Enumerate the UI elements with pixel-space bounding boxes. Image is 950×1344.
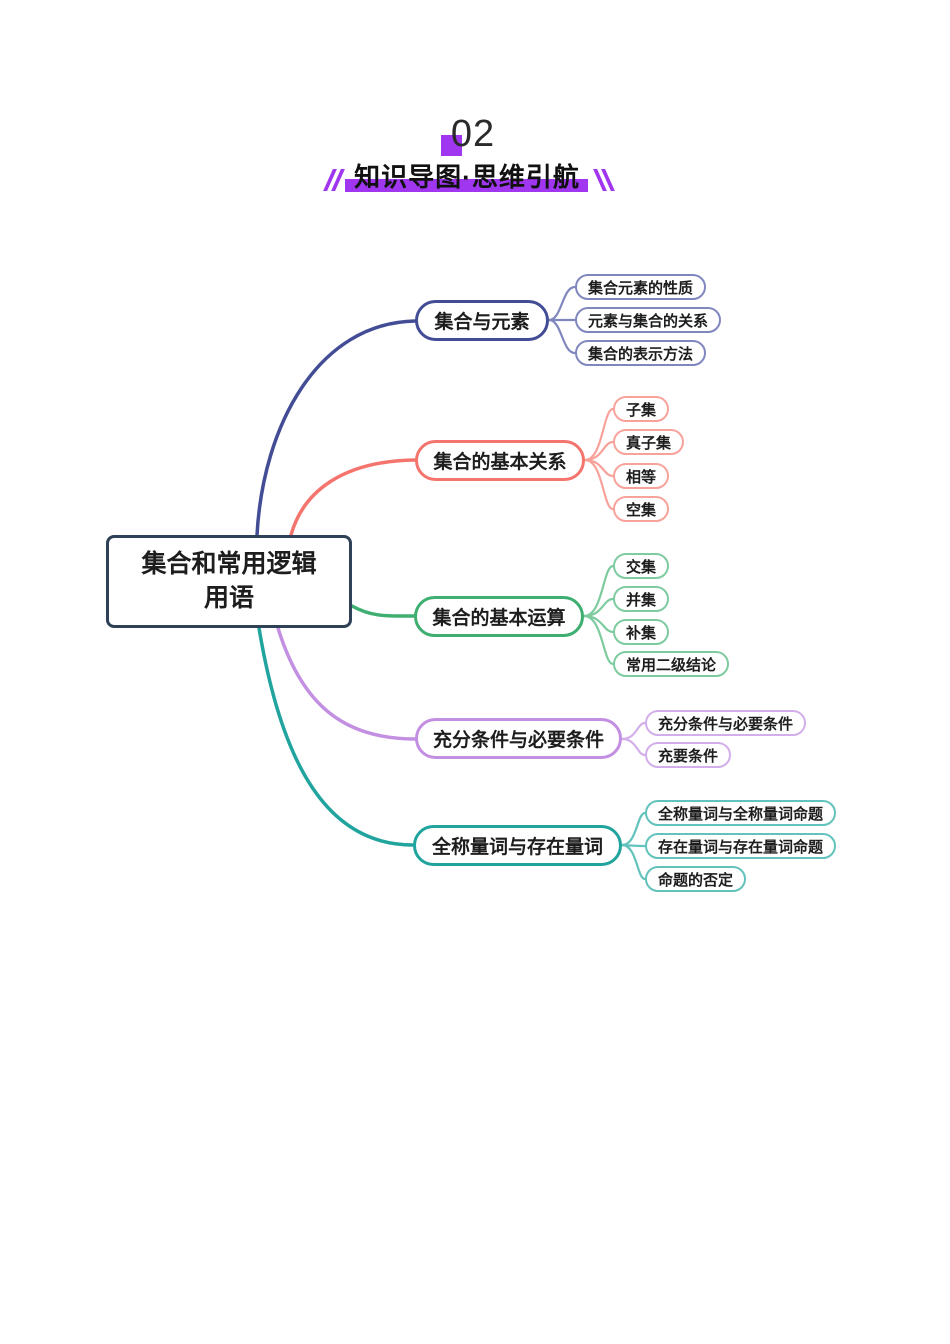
connector-b5-child-3 bbox=[620, 843, 647, 881]
section-number-accent-square bbox=[441, 135, 462, 156]
child-node: 补集 bbox=[613, 619, 670, 645]
child-node: 全称量词与全称量词命题 bbox=[645, 800, 837, 826]
branch-node-sets-and-elements: 集合与元素 bbox=[415, 300, 549, 341]
connector-b4-child-2 bbox=[620, 737, 647, 757]
child-node: 真子集 bbox=[613, 429, 685, 455]
child-node: 相等 bbox=[613, 463, 670, 489]
child-node: 空集 bbox=[613, 496, 670, 522]
child-node: 命题的否定 bbox=[645, 866, 747, 892]
header-title-underline bbox=[345, 179, 588, 192]
header-title: 知识导图·思维引航 bbox=[354, 162, 580, 192]
child-node: 存在量词与存在量词命题 bbox=[645, 833, 837, 859]
connector-branch-5 bbox=[257, 626, 415, 847]
connector-b2-child-3 bbox=[583, 458, 615, 478]
connector-branch-3 bbox=[350, 604, 416, 618]
connector-b3-child-4 bbox=[582, 614, 615, 666]
connector-branch-1 bbox=[255, 319, 417, 537]
connector-b3-child-3 bbox=[582, 614, 615, 634]
connector-b1-child-1 bbox=[547, 285, 577, 322]
connector-b1-child-3 bbox=[547, 318, 577, 355]
branch-node-sufficient-necessary-conditions: 充分条件与必要条件 bbox=[415, 718, 622, 759]
mindmap-root-node: 集合和常用逻辑用语 bbox=[106, 535, 352, 628]
section-number: 02 bbox=[450, 113, 496, 155]
branch-node-universal-existential-quantifiers: 全称量词与存在量词 bbox=[413, 825, 622, 866]
child-node: 子集 bbox=[613, 396, 670, 422]
connector-branch-2 bbox=[289, 458, 417, 537]
child-node: 充分条件与必要条件 bbox=[645, 710, 807, 736]
connector-b2-child-1 bbox=[583, 407, 615, 462]
connector-b2-child-4 bbox=[583, 458, 615, 511]
child-node: 集合元素的性质 bbox=[575, 274, 707, 300]
connector-b5-child-2 bbox=[620, 843, 647, 848]
branch-node-basic-operations: 集合的基本运算 bbox=[414, 596, 584, 637]
child-node: 充要条件 bbox=[645, 742, 732, 768]
child-node: 并集 bbox=[613, 586, 670, 612]
child-node: 交集 bbox=[613, 553, 670, 579]
connector-b5-child-1 bbox=[620, 811, 647, 847]
connector-branch-4 bbox=[276, 626, 417, 741]
child-node: 集合的表示方法 bbox=[575, 340, 707, 366]
child-node: 常用二级结论 bbox=[613, 651, 730, 677]
connector-b4-child-1 bbox=[620, 721, 647, 741]
connector-b3-child-2 bbox=[582, 597, 615, 618]
child-node: 元素与集合的关系 bbox=[575, 307, 722, 333]
connector-b2-child-2 bbox=[583, 440, 615, 462]
branch-node-basic-relations: 集合的基本关系 bbox=[415, 440, 585, 481]
connector-b3-child-1 bbox=[582, 564, 615, 618]
